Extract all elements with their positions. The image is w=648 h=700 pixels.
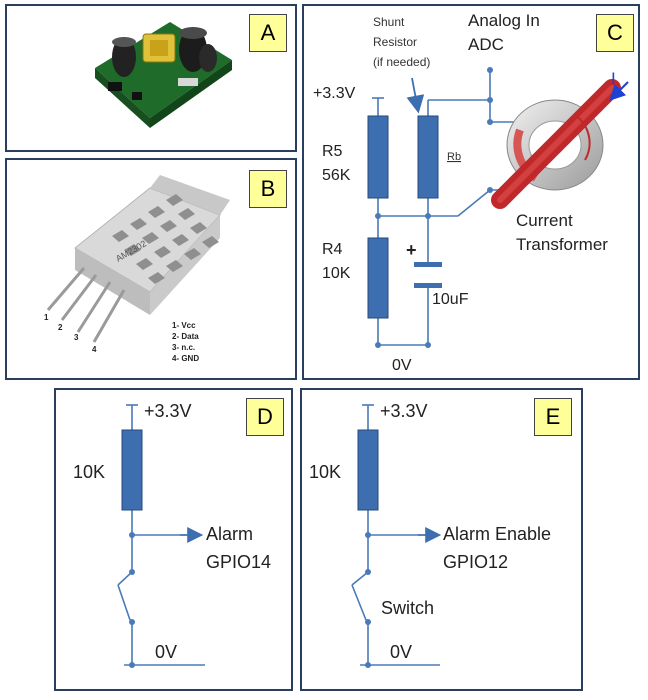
r4-value: 10K <box>322 265 351 282</box>
sensor-vent-hole <box>172 234 189 246</box>
alarm-enable-label: Alarm Enable <box>443 524 551 544</box>
sensor-vent-hole <box>130 218 147 230</box>
capacitor-symbol <box>414 262 442 288</box>
alarm-label-d: Alarm <box>206 524 253 544</box>
gpio-label-d: GPIO14 <box>206 552 271 572</box>
rb-label: Rb <box>447 151 461 163</box>
pinout-nc: 3- n.c. <box>172 343 195 352</box>
ground-label-d: 0V <box>155 642 177 662</box>
sensor-vent-hole <box>160 220 177 232</box>
sensor-vent-hole <box>112 230 129 242</box>
sensor-vent-hole <box>148 272 165 284</box>
sensor-vent-hole <box>136 258 153 270</box>
sensor-vent-hole <box>154 246 171 258</box>
circuit-d-nodes <box>129 532 135 668</box>
r5-name: R5 <box>322 143 343 160</box>
sensor-vent-hole <box>184 248 201 260</box>
sensor-vent-hole <box>142 232 159 244</box>
resistor-r5 <box>367 115 389 199</box>
badge-a: A <box>249 14 287 52</box>
sensor-pins <box>46 267 126 343</box>
ct-label-line2: Transformer <box>516 235 608 254</box>
supply-label-d: +3.3V <box>144 401 192 421</box>
circuit-e-nodes <box>365 532 371 668</box>
resistor-rb <box>417 115 439 199</box>
sensor-vent-hole <box>166 260 183 272</box>
resistor-e <box>357 429 379 511</box>
sensor-vent-hole <box>148 206 165 218</box>
pin-number-4: 4 <box>92 345 97 354</box>
sensor-vent-hole <box>190 222 207 234</box>
sensor-vent-hole <box>202 236 219 248</box>
current-transformer-image <box>491 79 621 209</box>
resistor-value-d: 10K <box>73 462 105 482</box>
gpio-label-e: GPIO12 <box>443 552 508 572</box>
circuit-c-nodes <box>375 67 493 348</box>
switch-label: Switch <box>381 598 434 618</box>
pin-number-3: 3 <box>74 333 79 342</box>
panel-d <box>54 388 293 691</box>
resistor-d <box>121 429 143 511</box>
r4-name: R4 <box>322 241 343 258</box>
circuit-c-wires <box>372 70 522 346</box>
ground-label-c: 0V <box>392 357 412 374</box>
current-symbol: I <box>611 69 616 88</box>
power-module-image <box>95 22 232 128</box>
badge-b: B <box>249 170 287 208</box>
supply-label-c: +3.3V <box>313 85 356 102</box>
panel-e <box>300 388 583 691</box>
pinout-vcc: 1- Vcc <box>172 321 196 330</box>
pinout-data: 2- Data <box>172 332 199 341</box>
ct-label-line1: Current <box>516 211 573 230</box>
adc-label-line1: Analog In <box>468 11 540 30</box>
panel-c <box>302 4 640 380</box>
r5-value: 56K <box>322 167 351 184</box>
shunt-pointer-arrow <box>406 77 425 114</box>
ground-label-e: 0V <box>390 642 412 662</box>
pin-number-1: 1 <box>44 313 49 322</box>
pin-number-2: 2 <box>58 323 63 332</box>
resistor-r4 <box>367 237 389 319</box>
adc-label-line2: ADC <box>468 35 504 54</box>
shunt-note-line1: Shunt <box>373 15 405 29</box>
sensor-vent-hole <box>178 208 195 220</box>
resistor-value-e: 10K <box>309 462 341 482</box>
shunt-note-line3: (if needed) <box>373 55 430 69</box>
badge-e: E <box>534 398 572 436</box>
sensor-vent-grid <box>112 194 219 284</box>
badge-d: D <box>246 398 284 436</box>
shunt-note-line2: Resistor <box>373 35 417 49</box>
cap-plus-sign: + <box>406 240 417 260</box>
sensor-vent-hole <box>124 244 141 256</box>
sensor-vent-hole <box>166 194 183 206</box>
supply-label-e: +3.3V <box>380 401 428 421</box>
cap-value: 10uF <box>432 291 469 308</box>
pinout-gnd: 4- GND <box>172 354 199 363</box>
badge-c: C <box>596 14 634 52</box>
current-direction-arrow <box>609 81 629 101</box>
